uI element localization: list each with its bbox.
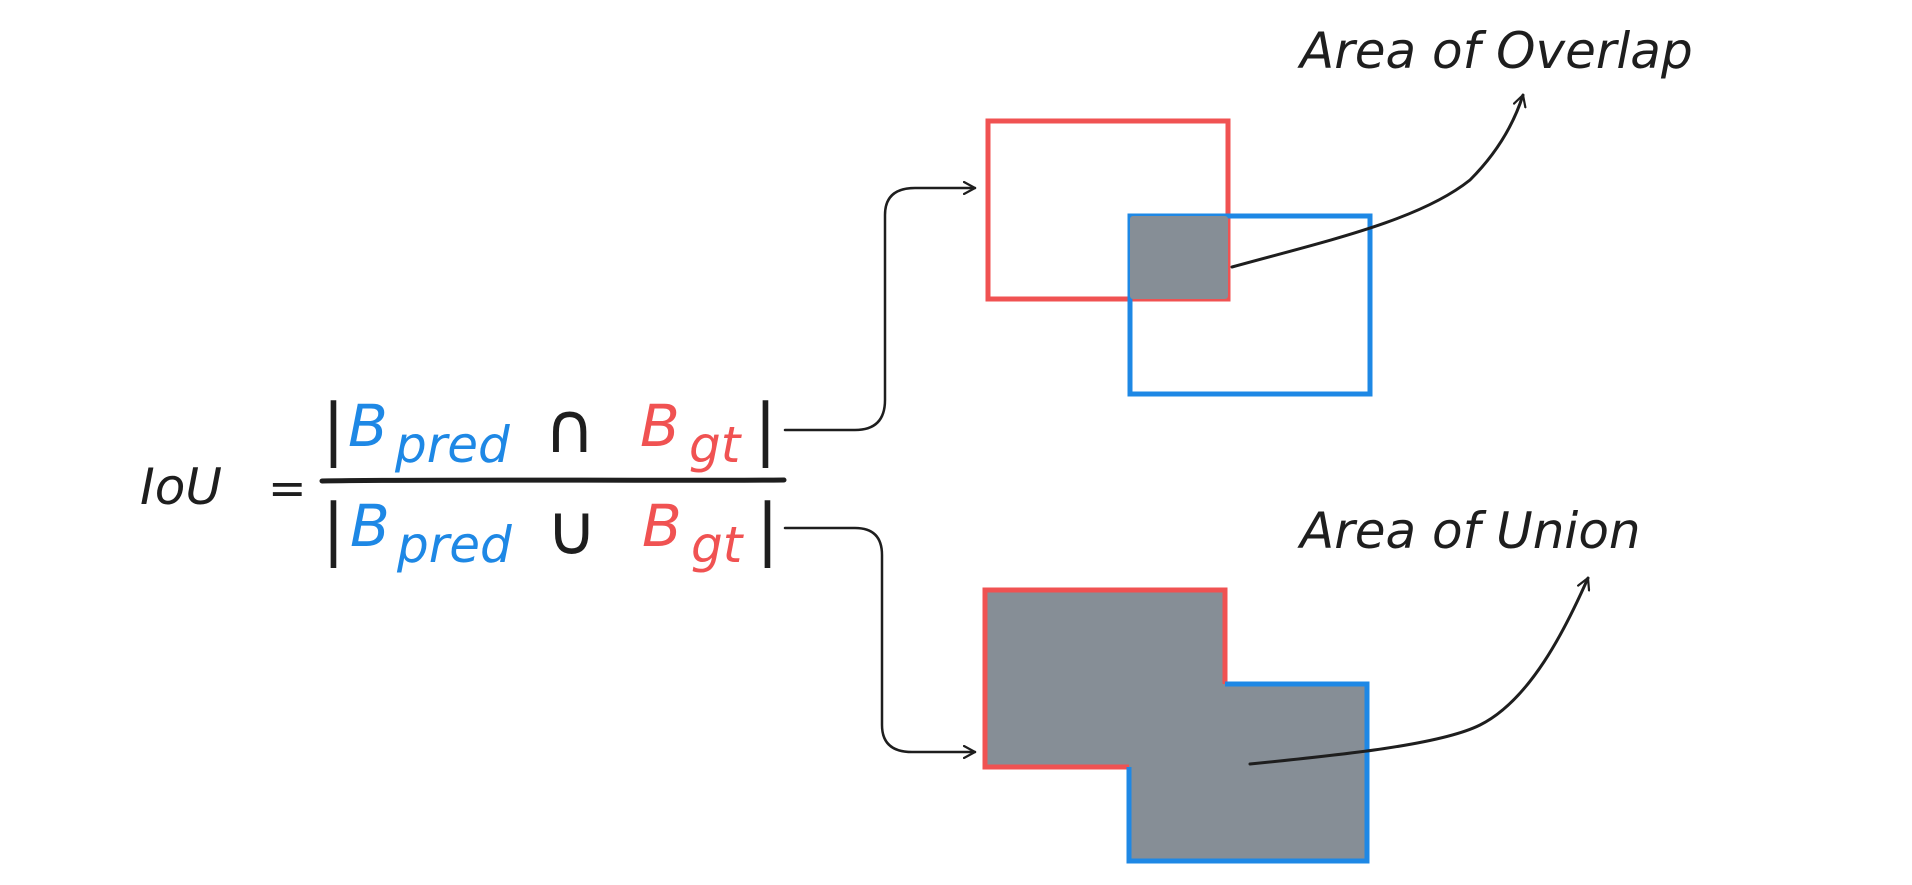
denominator: | B pred ∪ B gt | bbox=[322, 489, 779, 574]
union-symbol: ∪ bbox=[546, 489, 597, 571]
overlap-region bbox=[1130, 216, 1228, 299]
abs-bar-left: | bbox=[322, 490, 345, 569]
iou-label: IoU bbox=[140, 458, 222, 516]
denominator-to-union-arrow bbox=[783, 526, 977, 752]
union-label-arrow bbox=[1248, 576, 1588, 766]
abs-bar-left: | bbox=[322, 390, 345, 469]
abs-bar-right: | bbox=[756, 490, 779, 569]
iou-formula: IoU = | B pred ∩ B gt | | B pred ∪ B gt … bbox=[140, 387, 787, 574]
b-gt-letter: B bbox=[640, 392, 680, 460]
gt-subscript: gt bbox=[689, 416, 743, 474]
overlap-illustration bbox=[985, 118, 1373, 397]
union-label: Area of Union bbox=[1297, 502, 1641, 560]
fraction-line bbox=[319, 477, 787, 484]
abs-bar-right: | bbox=[754, 390, 777, 469]
overlap-label-arrow bbox=[1230, 93, 1523, 269]
b-pred-letter: B bbox=[350, 492, 390, 560]
b-gt-letter: B bbox=[642, 492, 682, 560]
union-region bbox=[985, 590, 1367, 861]
equals-sign: = bbox=[268, 461, 307, 515]
intersection-symbol: ∩ bbox=[544, 387, 595, 469]
union-illustration bbox=[982, 587, 1370, 864]
gt-subscript: gt bbox=[691, 516, 745, 574]
b-pred-letter: B bbox=[348, 392, 388, 460]
predicted-outline bbox=[1126, 681, 1370, 864]
pred-subscript: pred bbox=[394, 416, 510, 474]
numerator-to-overlap-arrow bbox=[783, 188, 977, 432]
ground-truth-box bbox=[985, 118, 1231, 302]
overlap-label: Area of Overlap bbox=[1297, 22, 1693, 80]
ground-truth-outline bbox=[982, 587, 1228, 770]
pred-subscript: pred bbox=[396, 516, 512, 574]
predicted-box bbox=[1127, 213, 1373, 397]
numerator: | B pred ∩ B gt | bbox=[322, 387, 777, 474]
